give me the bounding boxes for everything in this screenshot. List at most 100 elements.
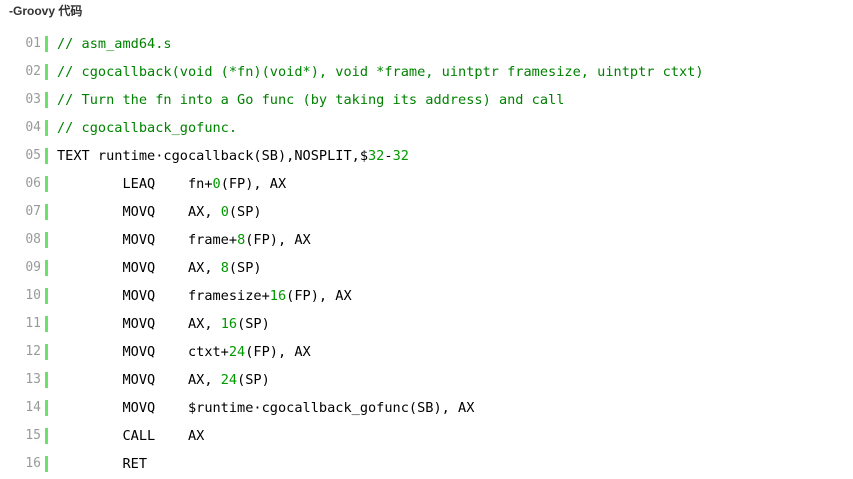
- code-line: 13 MOVQ AX, 24(SP): [0, 366, 853, 394]
- code-token: MOVQ framesize+: [57, 288, 270, 304]
- code-number: 32: [368, 148, 385, 164]
- line-number: 16: [25, 456, 41, 471]
- code-token: MOVQ AX,: [57, 260, 221, 276]
- code-token: -: [384, 148, 393, 164]
- gutter-marker: [45, 120, 48, 136]
- code-number: 8: [237, 232, 246, 248]
- gutter-marker: [45, 428, 48, 444]
- line-number: 13: [25, 372, 41, 387]
- code-number: 0: [212, 176, 221, 192]
- code-number: 24: [228, 344, 246, 360]
- code-token: MOVQ frame+: [57, 232, 238, 248]
- gutter-marker: [45, 344, 48, 360]
- code-line: 08 MOVQ frame+8(FP), AX: [0, 226, 853, 254]
- code-line: 10 MOVQ framesize+16(FP), AX: [0, 282, 853, 310]
- line-number: 06: [25, 176, 41, 191]
- code-number: 16: [220, 316, 238, 332]
- code-number: 32: [392, 148, 409, 164]
- code-token: (FP), AX: [245, 344, 311, 360]
- code-line: 05 TEXT runtime·cgocallback(SB),NOSPLIT,$…: [0, 142, 853, 170]
- code-comment: // Turn the fn into a Go func (by taking…: [57, 92, 565, 108]
- code-text: CALL AX: [57, 422, 204, 450]
- line-number: 10: [25, 288, 41, 303]
- line-number: 03: [25, 92, 41, 107]
- code-text: // asm_amd64.s: [57, 30, 172, 58]
- code-line: 16 RET: [0, 450, 853, 478]
- code-comment: // asm_amd64.s: [57, 36, 172, 52]
- code-line: 12 MOVQ ctxt+24(FP), AX: [0, 338, 853, 366]
- code-line: 02 // cgocallback(void (*fn)(void*), void…: [0, 58, 853, 86]
- code-text: MOVQ ctxt+24(FP), AX: [57, 338, 311, 366]
- code-token: (FP), AX: [286, 288, 352, 304]
- gutter-marker: [45, 148, 48, 164]
- code-text: RET: [57, 450, 147, 478]
- code-token: MOVQ AX,: [57, 372, 221, 388]
- code-text: // cgocallback(void (*fn)(void*), void *…: [57, 58, 704, 86]
- gutter-marker: [45, 204, 48, 220]
- code-line: 06 LEAQ fn+0(FP), AX: [0, 170, 853, 198]
- code-token: (SP): [237, 316, 270, 332]
- line-number: 09: [25, 260, 41, 275]
- code-text: LEAQ fn+0(FP), AX: [57, 170, 286, 198]
- code-number: 24: [220, 372, 238, 388]
- code-token: (FP), AX: [245, 232, 311, 248]
- code-language-header: -Groovy 代码: [9, 4, 83, 18]
- code-block: 01 // asm_amd64.s 02 // cgocallback(void (*…: [0, 30, 853, 478]
- gutter-marker: [45, 288, 48, 304]
- line-number: 08: [25, 232, 41, 247]
- gutter-marker: [45, 176, 48, 192]
- code-token: MOVQ AX,: [57, 204, 221, 220]
- code-text: MOVQ frame+8(FP), AX: [57, 226, 311, 254]
- code-number: 0: [220, 204, 229, 220]
- gutter-marker: [45, 64, 48, 80]
- line-number: 05: [25, 148, 41, 163]
- code-text: MOVQ AX, 0(SP): [57, 198, 262, 226]
- code-token: RET: [57, 456, 148, 472]
- code-comment: // cgocallback_gofunc.: [57, 120, 238, 136]
- code-token: MOVQ ctxt+: [57, 344, 229, 360]
- line-number: 04: [25, 120, 41, 135]
- code-token: LEAQ fn+: [57, 176, 213, 192]
- code-text: MOVQ AX, 8(SP): [57, 254, 262, 282]
- code-text: // cgocallback_gofunc.: [57, 114, 237, 142]
- code-text: MOVQ AX, 24(SP): [57, 366, 270, 394]
- gutter-marker: [45, 456, 48, 472]
- line-number: 02: [25, 64, 41, 79]
- code-line: 04 // cgocallback_gofunc.: [0, 114, 853, 142]
- code-token: CALL AX: [57, 428, 205, 444]
- line-number: 14: [25, 400, 41, 415]
- code-number: 8: [220, 260, 229, 276]
- line-number: 01: [25, 36, 41, 51]
- gutter-marker: [45, 260, 48, 276]
- code-line: 15 CALL AX: [0, 422, 853, 450]
- gutter-marker: [45, 400, 48, 416]
- code-line: 07 MOVQ AX, 0(SP): [0, 198, 853, 226]
- code-token: (SP): [228, 204, 262, 220]
- code-text: MOVQ AX, 16(SP): [57, 310, 270, 338]
- code-token: TEXT runtime·cgocallback(SB),NOSPLIT,$: [57, 148, 368, 164]
- code-line: 09 MOVQ AX, 8(SP): [0, 254, 853, 282]
- code-token: MOVQ AX,: [57, 316, 221, 332]
- code-text: MOVQ $runtime·cgocallback_gofunc(SB), AX: [57, 394, 474, 422]
- gutter-marker: [45, 92, 48, 108]
- code-line: 14 MOVQ $runtime·cgocallback_gofunc(SB),…: [0, 394, 853, 422]
- code-text: // Turn the fn into a Go func (by taking…: [57, 86, 564, 114]
- code-number: 16: [269, 288, 287, 304]
- code-text: MOVQ framesize+16(FP), AX: [57, 282, 352, 310]
- code-line: 11 MOVQ AX, 16(SP): [0, 310, 853, 338]
- code-line: 01 // asm_amd64.s: [0, 30, 853, 58]
- gutter-marker: [45, 232, 48, 248]
- code-text: TEXT runtime·cgocallback(SB),NOSPLIT,$32…: [57, 142, 409, 170]
- line-number: 07: [25, 204, 41, 219]
- code-comment: // cgocallback(void (*fn)(void*), void *…: [57, 64, 704, 80]
- code-token: (FP), AX: [220, 176, 287, 192]
- line-number: 15: [25, 428, 41, 443]
- code-token: (SP): [237, 372, 270, 388]
- gutter-marker: [45, 372, 48, 388]
- gutter-marker: [45, 36, 48, 52]
- code-line: 03 // Turn the fn into a Go func (by taki…: [0, 86, 853, 114]
- line-number: 11: [25, 316, 41, 331]
- line-number: 12: [25, 344, 41, 359]
- code-token: (SP): [228, 260, 262, 276]
- gutter-marker: [45, 316, 48, 332]
